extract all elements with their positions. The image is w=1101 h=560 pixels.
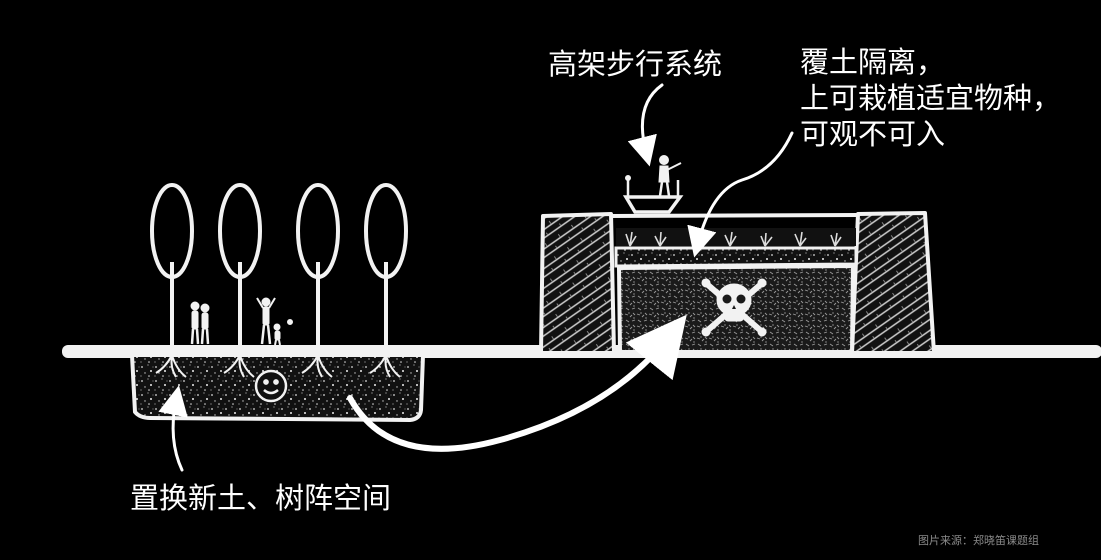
label-cover-soil-line3: 可观不可入	[800, 117, 946, 151]
arrow-to-pit	[158, 385, 188, 472]
ball-icon	[287, 319, 293, 325]
skull-crossbones-icon	[701, 278, 767, 337]
person-icon	[273, 323, 281, 346]
tree-icon	[364, 183, 408, 378]
person-icon	[658, 155, 682, 197]
person-icon	[200, 303, 210, 345]
tree-row	[150, 183, 408, 378]
person-icon	[190, 301, 200, 345]
label-elevated-walkway: 高架步行系统	[548, 47, 723, 81]
label-cover-soil-line2: 上可栽植适宜物种，	[800, 81, 1062, 115]
capped-soil-structure	[539, 211, 936, 355]
tree-icon	[296, 183, 340, 378]
person-icon	[256, 297, 276, 345]
elevated-walkway	[622, 155, 684, 214]
annotation-arrows	[158, 83, 794, 472]
transfer-arrow	[347, 314, 687, 452]
label-cover-soil-line1: 覆土隔离，	[800, 45, 946, 79]
tree-icon	[218, 183, 262, 378]
image-credit: 图片来源：郑晓笛课题组	[918, 534, 1039, 547]
arrow-to-cover-soil	[687, 131, 794, 258]
smiley-face-icon	[254, 369, 288, 403]
arrow-to-walkway	[627, 83, 664, 167]
people-group	[190, 297, 293, 346]
label-replace-soil: 置换新土、树阵空间	[130, 481, 392, 515]
tree-icon	[150, 183, 194, 378]
label-cover-soil: 覆土隔离， 上可栽植适宜物种， 可观不可入	[800, 44, 1061, 152]
